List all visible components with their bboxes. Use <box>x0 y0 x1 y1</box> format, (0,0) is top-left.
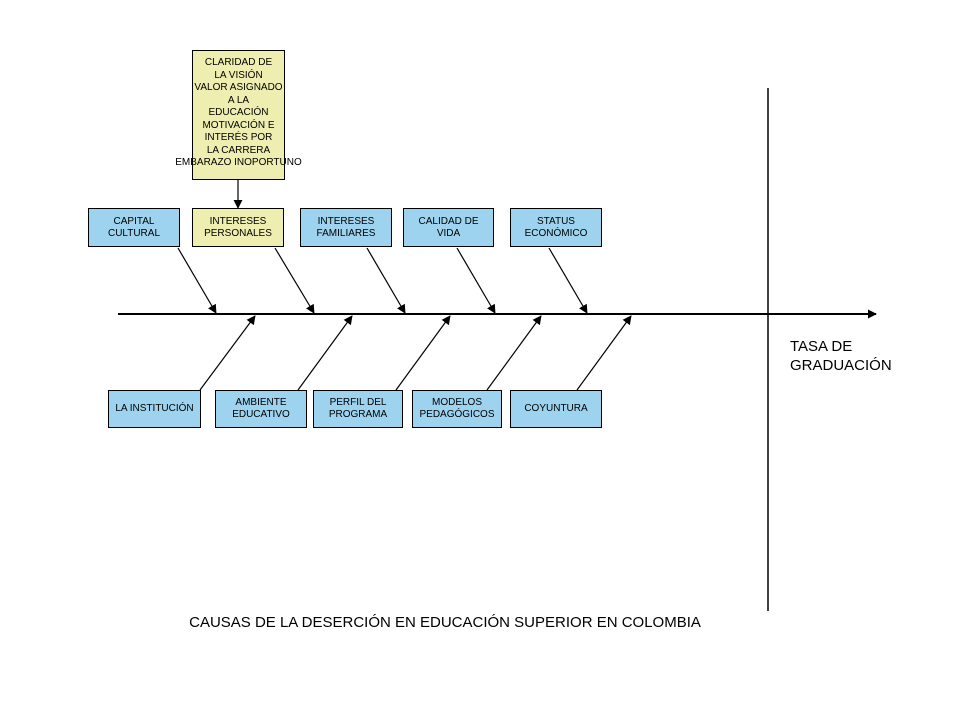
bottom-bone-modelos-pedagogicos <box>486 315 542 391</box>
cause-box-ambiente-educativo: AMBIENTE EDUCATIVO <box>215 390 307 428</box>
top-bone-calidad-de-vida <box>456 247 496 314</box>
bottom-bone-perfil-del-programa <box>395 315 451 391</box>
secondary-causes-note-box <box>192 50 285 180</box>
cause-box-capital-cultural: CAPITAL CULTURAL <box>88 208 180 247</box>
top-bone-capital-cultural <box>177 247 217 314</box>
cause-box-intereses-personales: INTERESES PERSONALES <box>192 208 284 247</box>
cause-box-perfil-del-programa: PERFIL DEL PROGRAMA <box>313 390 403 428</box>
top-bone-intereses-familiares <box>366 247 406 314</box>
cause-box-calidad-de-vida: CALIDAD DE VIDA <box>403 208 494 247</box>
cause-box-intereses-familiares: INTERESES FAMILIARES <box>300 208 392 247</box>
cause-box-coyuntura: COYUNTURA <box>510 390 602 428</box>
bottom-bone-la-institucion <box>199 315 256 391</box>
bottom-bone-coyuntura <box>576 315 632 391</box>
cause-box-modelos-pedagogicos: MODELOS PEDAGÓGICOS <box>412 390 502 428</box>
bottom-bone-ambiente-educativo <box>297 315 353 391</box>
top-bone-intereses-personales <box>274 247 315 314</box>
diagram-caption: CAUSAS DE LA DESERCIÓN EN EDUCACIÓN SUPE… <box>189 614 701 631</box>
cause-box-la-institucion: LA INSTITUCIÓN <box>108 390 201 428</box>
effect-label: TASA DE GRADUACIÓN <box>790 338 892 374</box>
cause-box-status-economico: STATUS ECONÓMICO <box>510 208 602 247</box>
top-bone-status-economico <box>548 247 588 314</box>
secondary-causes-note: CLARIDAD DE LA VISIÓN VALOR ASIGNADO A L… <box>175 57 302 168</box>
